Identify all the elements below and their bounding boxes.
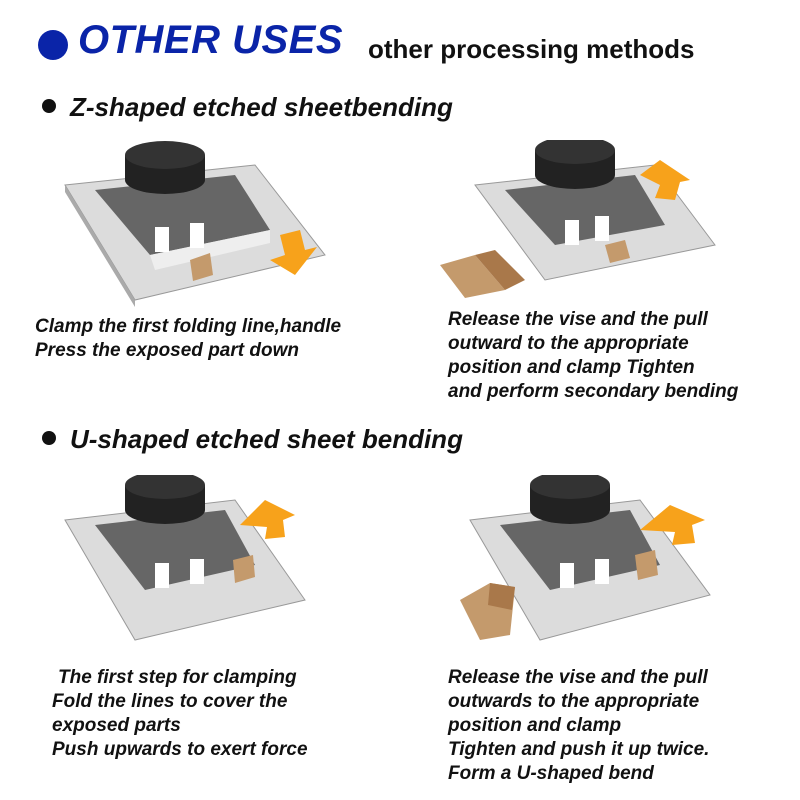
arrow-up-icon	[240, 500, 295, 539]
page-subtitle: other processing methods	[368, 34, 695, 64]
caption-line: Fold the lines to cover the	[52, 691, 288, 712]
caption-u-step1: The first step for clamping Fold the lin…	[52, 666, 308, 762]
paper-sheet-icon	[635, 550, 658, 580]
section-title-text: Z-shaped etched sheetbending	[70, 92, 453, 122]
arrow-down-icon	[270, 230, 317, 275]
bending-tool-icon	[64, 141, 326, 307]
caption-line: position and clamp	[448, 715, 622, 736]
caption-line: outward to the appropriate	[448, 333, 689, 354]
u-step1-illustration	[64, 475, 306, 641]
caption-line: Release the vise and the pull	[448, 667, 708, 688]
bending-tool-icon	[474, 140, 716, 281]
caption-line: exposed parts	[52, 715, 181, 736]
caption-z-step1: Clamp the first folding line,handle Pres…	[35, 315, 341, 363]
caption-line: The first step for clamping	[58, 667, 297, 688]
arrow-up-icon	[640, 505, 705, 545]
caption-line: Release the vise and the pull	[448, 309, 708, 330]
paper-sheet-icon	[190, 253, 213, 281]
caption-z-step2: Release the vise and the pull outward to…	[448, 308, 738, 404]
caption-line: position and clamp Tighten	[448, 357, 695, 378]
bullet-icon	[42, 431, 56, 446]
bending-tool-icon	[64, 475, 306, 641]
paper-sheet-icon	[233, 555, 255, 583]
caption-line: outwards to the appropriate	[448, 691, 700, 712]
bending-tool-icon	[469, 475, 711, 641]
section-title-u: U-shaped etched sheet bending	[42, 424, 463, 455]
section-title-z: Z-shaped etched sheetbending	[42, 92, 453, 123]
page-title: OTHER USES	[78, 18, 344, 62]
z-step2-illustration	[440, 140, 716, 298]
z-step1-illustration	[64, 141, 326, 307]
caption-u-step2: Release the vise and the pull outwards t…	[448, 666, 709, 786]
caption-line: Form a U-shaped bend	[448, 763, 654, 784]
caption-line: Tighten and push it up twice.	[448, 739, 710, 760]
caption-line: Press the exposed part down	[35, 340, 299, 361]
section-title-text: U-shaped etched sheet bending	[70, 424, 463, 454]
bullet-icon	[42, 99, 56, 114]
arrow-up-icon	[640, 160, 690, 200]
caption-line: and perform secondary bending	[448, 381, 739, 402]
caption-line: Push upwards to exert force	[52, 739, 308, 760]
u-step2-illustration	[460, 475, 711, 641]
caption-line: Clamp the first folding line,handle	[35, 316, 342, 337]
paper-sheet-icon	[440, 255, 505, 298]
title-bullet	[38, 30, 68, 60]
